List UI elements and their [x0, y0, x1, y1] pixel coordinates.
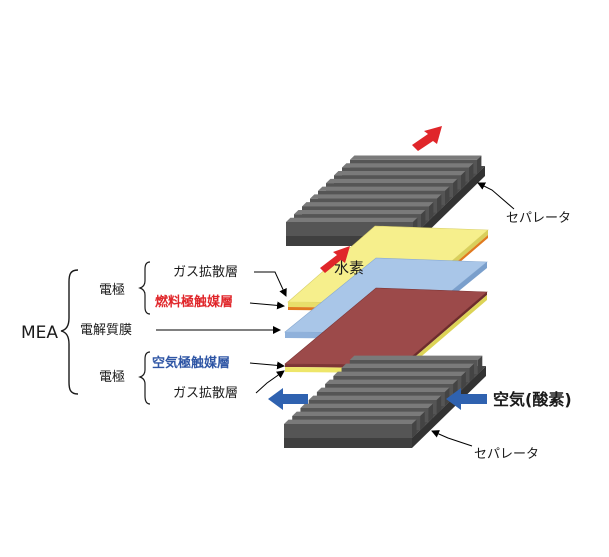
separator-rib-side	[444, 387, 450, 406]
separator-rib-top	[308, 395, 442, 400]
separator-rib-side	[469, 363, 475, 382]
separator-rib-top	[292, 411, 425, 416]
separator-rib-top	[316, 387, 450, 392]
separator-rib-top	[350, 155, 482, 160]
leader-lines	[156, 182, 515, 447]
electrode-top-label: 電極	[99, 282, 125, 298]
hydrogen-outlet-arrow	[412, 126, 442, 151]
separator-top-label: セパレータ	[506, 211, 571, 226]
fuel-catalyst-label: 燃料極触媒層	[155, 294, 233, 310]
separator-rib-top	[342, 163, 474, 168]
separator-rib-side	[477, 355, 483, 374]
hydrogen-label: 水素	[334, 259, 364, 277]
electrode-bottom-brace	[138, 351, 151, 405]
hydrogen-inlet-arrow	[320, 246, 350, 273]
mea-label: MEA	[21, 323, 58, 343]
separator-rib-top	[300, 403, 433, 408]
air-inlet-arrow	[446, 388, 487, 410]
air-label: 空気(酸素)	[493, 390, 572, 409]
separator-top	[286, 155, 485, 246]
separator-bottom	[284, 355, 486, 448]
separator-rib-side	[420, 411, 425, 430]
separator-base-front	[286, 236, 413, 246]
separator-rib-top	[326, 178, 458, 184]
air-catalyst-label: 空気極触媒層	[152, 355, 230, 371]
separator-rib-top	[341, 363, 475, 368]
separator-rib-side	[421, 209, 426, 229]
separator-rib-side	[436, 395, 442, 414]
separator-rib-side	[461, 171, 466, 190]
electrode-top-brace	[138, 261, 151, 315]
separator-rib-top	[302, 202, 434, 207]
separator-rib-top	[318, 186, 450, 191]
separator-rib-side	[477, 155, 482, 174]
separator-rib-top	[294, 209, 426, 215]
electrolyte-label: 電解質膜	[80, 323, 132, 338]
separator-rib-top	[325, 379, 458, 384]
electrode-bottom-label: 電極	[99, 369, 125, 385]
mea-brace	[60, 269, 79, 395]
separator-base-side	[412, 366, 486, 448]
separator-rib-top	[310, 194, 442, 199]
separator-rib-side	[437, 194, 442, 213]
separator-rib-side	[461, 371, 466, 390]
separator-rib-side	[428, 403, 433, 422]
separator-rib-side	[429, 202, 434, 221]
air-outlet-arrow	[268, 388, 308, 410]
separator-rib-top	[349, 355, 483, 360]
separator-rib-side	[469, 163, 474, 182]
separator-base-side	[413, 166, 485, 246]
gas-diffusion-bottom-label: ガス拡散層	[173, 386, 238, 401]
gas-diffusion-top-label: ガス拡散層	[173, 265, 238, 280]
separator-rib-top	[286, 217, 418, 222]
separator-rib-side	[445, 186, 450, 205]
separator-rib-top	[333, 371, 466, 376]
separator-rib-top	[284, 419, 417, 424]
separator-bottom-label: セパレータ	[474, 447, 539, 462]
separator-rib-side	[453, 178, 458, 198]
separator-rib-front	[284, 424, 412, 438]
cathode-layers	[284, 287, 488, 373]
separator-rib-side	[412, 419, 417, 438]
separator-rib-top	[334, 171, 466, 176]
separator-base-front	[284, 438, 412, 448]
